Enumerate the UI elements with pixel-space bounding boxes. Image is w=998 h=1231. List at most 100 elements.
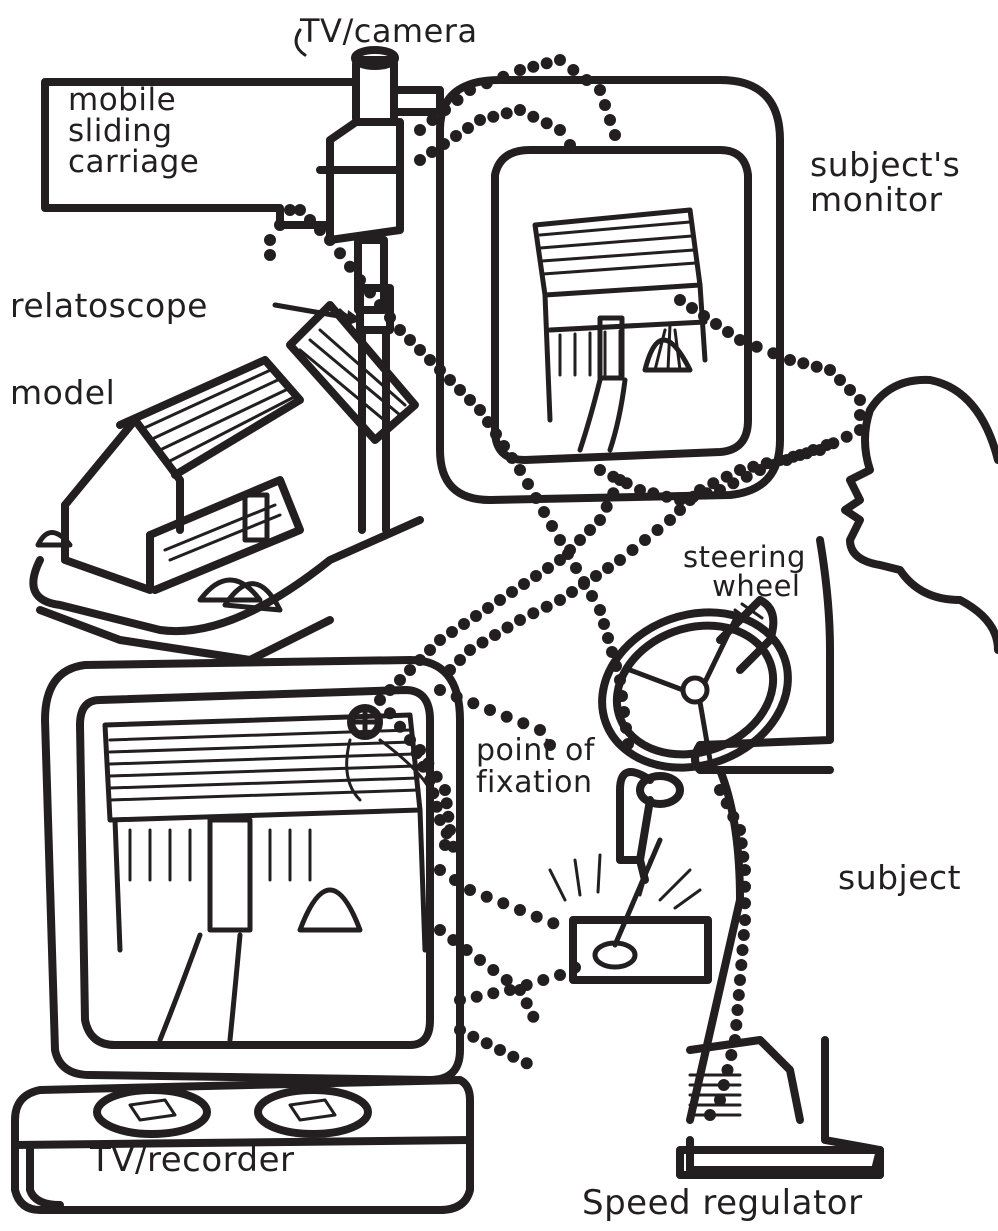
cable-dot (531, 911, 543, 923)
cable-dot (586, 590, 598, 602)
cable-dot (404, 334, 416, 346)
cable-dot (554, 124, 566, 136)
cable-dot (664, 514, 676, 526)
cable-dot (811, 361, 823, 373)
cable-dot (602, 632, 614, 644)
cable-dot (609, 129, 621, 141)
cable-dot (714, 484, 726, 496)
cable-dot (729, 1034, 741, 1046)
cable-dot (554, 594, 566, 606)
cable-dot (449, 874, 461, 886)
cable-dot (450, 130, 462, 142)
cable-dot (714, 784, 726, 796)
cable-dot (506, 452, 518, 464)
cable-dot (732, 1004, 744, 1016)
cable-dot (767, 459, 779, 471)
cable-dot (751, 341, 763, 353)
cable-dot (844, 384, 856, 396)
cable-dot (710, 318, 722, 330)
cable-dot (494, 1044, 506, 1056)
cable-dot (735, 959, 747, 971)
cable-dot (834, 374, 846, 386)
cable-dot (422, 757, 434, 769)
cable-dot (404, 734, 416, 746)
cable-dot (454, 384, 466, 396)
cable-dot (725, 1049, 737, 1061)
cable-dot (454, 1024, 466, 1036)
cable-dot (444, 664, 456, 676)
cable-dot (474, 114, 486, 126)
cable-dot (566, 586, 578, 598)
cable-dot (620, 722, 632, 734)
cable-dot (384, 707, 396, 719)
cable-dot (527, 111, 539, 123)
cable-dot (461, 944, 473, 956)
cable-dot (426, 146, 438, 158)
cable-dot (594, 84, 606, 96)
cable-dot (454, 654, 466, 666)
cable-dot (314, 224, 326, 236)
cable-dot (384, 684, 396, 696)
cable-dot (737, 944, 749, 956)
cable-dot (490, 428, 502, 440)
cable-dot (471, 991, 483, 1003)
cable-dot (590, 570, 602, 582)
cable-dot (514, 614, 526, 626)
cable-dot (599, 99, 611, 111)
cable-dot (521, 979, 533, 991)
cable-dot (452, 94, 464, 106)
cable-dot (481, 891, 493, 903)
cable-dot (527, 1011, 539, 1023)
cable-dot (727, 477, 739, 489)
cable-dot (733, 989, 745, 1001)
cable-dot (604, 114, 616, 126)
cable-dot (434, 924, 446, 936)
cable-dot (554, 534, 566, 546)
cable-dot (414, 654, 426, 666)
cable-dot (687, 491, 699, 503)
cable-dot (737, 851, 749, 863)
cable-dot (547, 917, 559, 929)
cable-dot (807, 444, 819, 456)
cable-dot (458, 618, 470, 630)
cable-dot (546, 520, 558, 532)
cable-dot (527, 607, 539, 619)
cable-dot (541, 117, 553, 129)
cable-dot (521, 1057, 533, 1069)
cable-dot (701, 487, 713, 499)
cable-dot (374, 694, 386, 706)
cable-dot (274, 219, 286, 231)
cable-dot (427, 787, 439, 799)
cable-dot (607, 487, 619, 499)
cable-dot (781, 454, 793, 466)
cable-dot (264, 234, 276, 246)
cable-dot (304, 214, 316, 226)
cable-dot (721, 797, 733, 809)
cable-dot (324, 234, 336, 246)
cable-dot (627, 544, 639, 556)
cable-dot (446, 626, 458, 638)
cable-dot (567, 64, 579, 76)
cable-dot (414, 344, 426, 356)
cable-dot (541, 57, 553, 69)
label-carriage: mobile sliding carriage (68, 85, 199, 178)
cable-dot (606, 646, 618, 658)
cable-dot (674, 294, 686, 306)
cable-dot (854, 424, 866, 436)
cable-dot (634, 484, 646, 496)
label-tv-recorder: TV/recorder (90, 1142, 295, 1179)
cable-dot (767, 347, 779, 359)
label-model: model (10, 375, 115, 411)
cable-dot (434, 634, 446, 646)
cable-dot (542, 562, 554, 574)
cable-dot (734, 974, 746, 986)
cable-dot (727, 811, 739, 823)
cable-dot (414, 154, 426, 166)
cable-dot (554, 554, 566, 566)
cable-dot (538, 506, 550, 518)
cable-dot (506, 586, 518, 598)
cable-dot (497, 897, 509, 909)
label-speed-regulator: Speed regulator (582, 1185, 863, 1222)
cable-dot (614, 674, 626, 686)
